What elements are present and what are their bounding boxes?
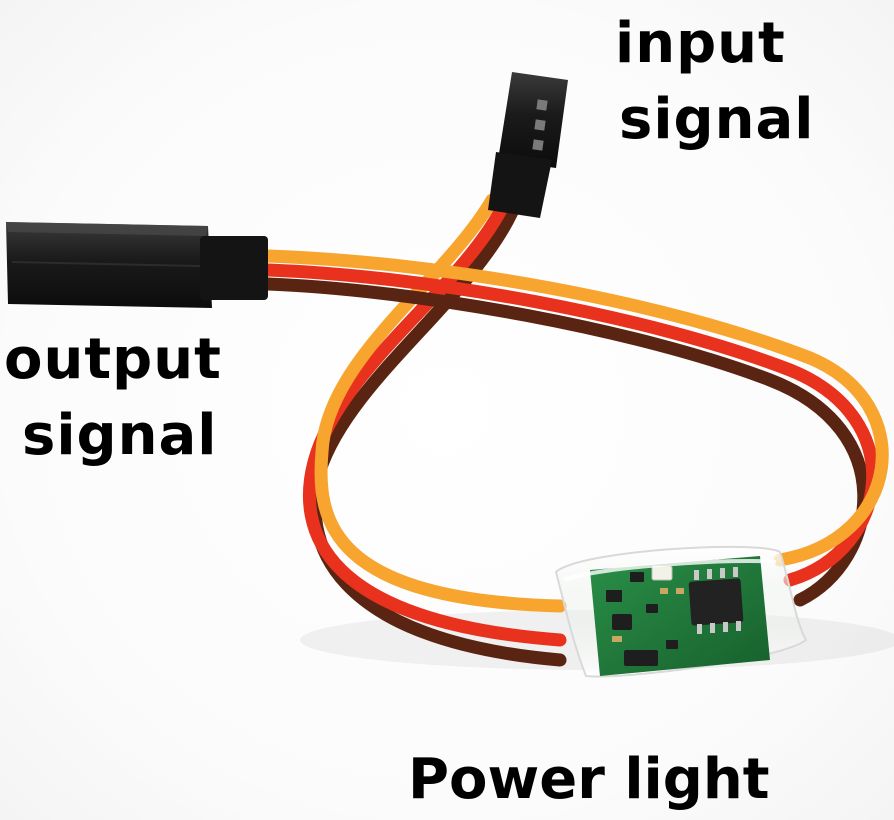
output-signal-label: output signal [4, 322, 222, 474]
power-light-label: Power light [408, 747, 770, 812]
output-servo-connector [6, 222, 268, 308]
ic-chip [688, 567, 744, 634]
power-led-icon [651, 565, 673, 581]
smd-components [606, 572, 678, 666]
output-signal-label-line-1: output [4, 327, 222, 392]
input-signal-label: input signal [615, 6, 814, 158]
output-signal-label-line-2: signal [22, 403, 218, 468]
input-signal-label-line-2: signal [619, 87, 815, 152]
power-light-module [554, 545, 808, 678]
input-servo-connector [488, 72, 568, 218]
output-cable [261, 249, 889, 607]
input-signal-label-line-1: input [615, 11, 786, 76]
